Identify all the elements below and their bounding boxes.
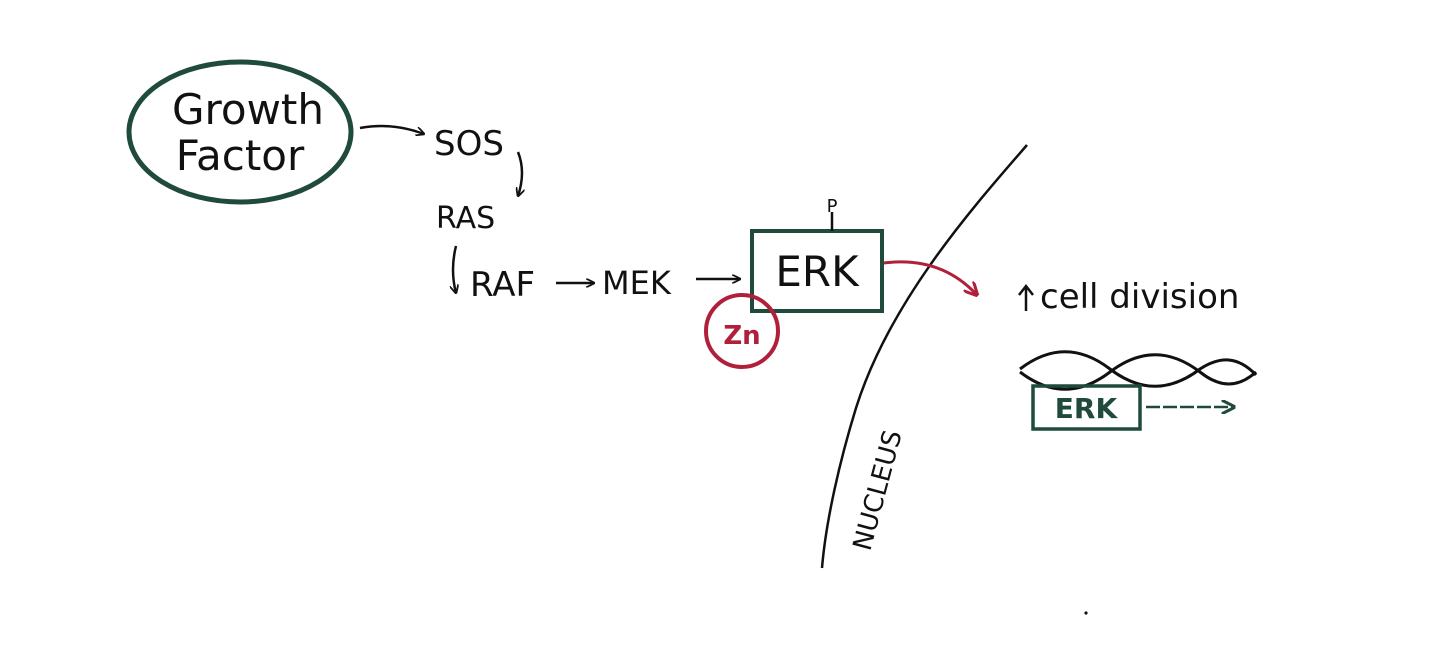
arrow-erk-into-nucleus xyxy=(883,260,976,294)
cell-division-label-group: cell division xyxy=(1018,277,1239,317)
nucleus-membrane xyxy=(820,144,1028,569)
growth-factor-node: Growth Factor xyxy=(126,59,354,205)
arrow-ras-to-raf xyxy=(453,245,456,293)
growth-factor-label-line1: Growth xyxy=(172,85,324,134)
nucleus-label: NUCLEUS xyxy=(848,427,909,554)
raf-label: RAF xyxy=(470,265,535,305)
mek-label: MEK xyxy=(602,264,672,302)
ras-label: RAS xyxy=(436,201,495,236)
phospho-label: P xyxy=(827,196,838,217)
zinc-node: Zn xyxy=(704,293,780,369)
erk-label: ERK xyxy=(775,247,860,296)
erk-box xyxy=(750,229,884,313)
zinc-label: Zn xyxy=(723,321,760,351)
erk-dna-node: ERK xyxy=(1031,384,1142,431)
dna-double-helix-icon xyxy=(1019,350,1258,391)
arrow-growth-factor-to-sos xyxy=(359,124,424,134)
cell-division-label: cell division xyxy=(1040,277,1239,317)
erk-dna-label: ERK xyxy=(1055,392,1119,425)
sos-label: SOS xyxy=(434,124,504,164)
erk-dna-box xyxy=(1031,384,1142,431)
growth-factor-oval xyxy=(126,59,354,205)
zinc-circle xyxy=(704,293,780,369)
up-arrow-icon xyxy=(1018,283,1034,311)
stray-dot xyxy=(1084,611,1088,615)
erk-node: ERK P xyxy=(750,196,884,313)
growth-factor-label-line2: Factor xyxy=(176,131,305,180)
arrow-sos-to-ras xyxy=(518,151,522,196)
